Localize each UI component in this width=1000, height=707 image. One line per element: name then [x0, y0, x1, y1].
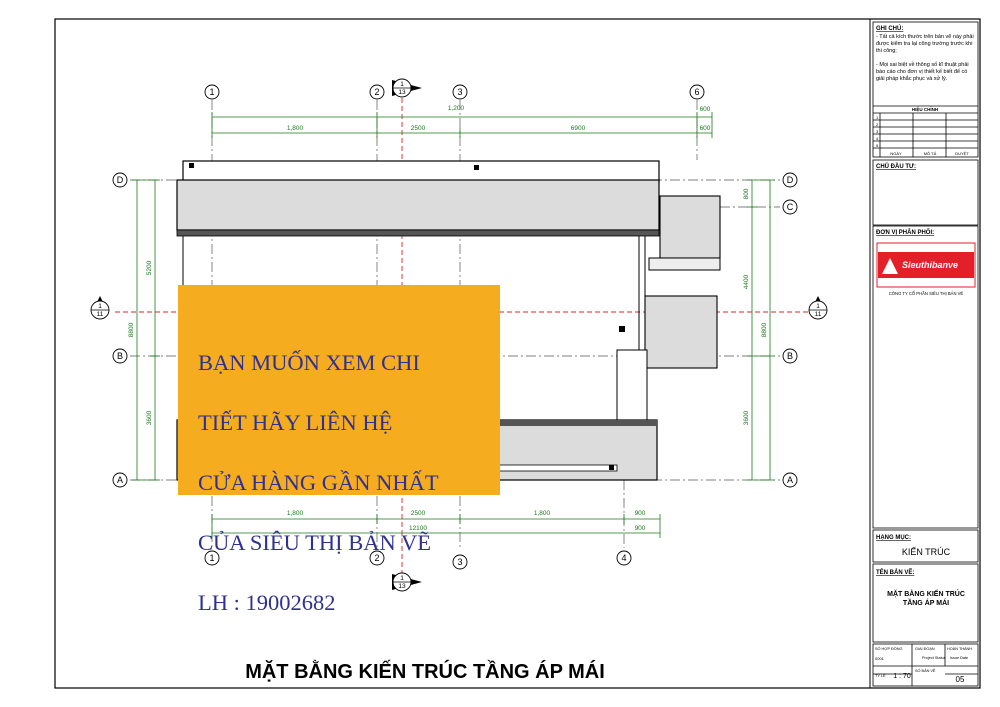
dim-bottom-seg-1: 1,800	[287, 510, 304, 517]
scale-value: 1 : 70	[893, 673, 911, 680]
revision-row-1: 1	[876, 115, 879, 120]
section-marker-bottom-number: 1	[400, 575, 404, 582]
distributor-label: ĐƠN VỊ PHÂN PHỐI:	[876, 229, 934, 236]
dim-right-4: 3600	[743, 410, 750, 425]
stage-value: Project Status	[922, 656, 946, 660]
section-marker-top-number: 1	[400, 81, 404, 88]
logo-text: Sieuthibanve	[902, 260, 958, 270]
owner-label: CHỦ ĐẦU TƯ:	[876, 163, 916, 170]
grid-bubble-top-3: 3	[457, 87, 462, 97]
dim-bottom-seg-2: 2500	[411, 510, 426, 517]
grid-bubble-right-3: B	[787, 351, 793, 361]
category-value: KIẾN TRÚC	[902, 547, 951, 557]
note-2: - Mọi sai biệt về thông số kĩ thuật phải…	[876, 62, 969, 82]
overlay-line-3: CỬA HÀNG GẦN NHẤT	[198, 470, 439, 495]
contract-label: SỐ HỢP ĐỒNG	[875, 646, 902, 651]
revision-row-2: 2	[876, 122, 879, 127]
dim-top-total: 1,200	[448, 105, 465, 112]
revision-row-4: 4	[876, 136, 879, 141]
grid-bubble-bottom-1: 1	[209, 553, 214, 563]
dim-left-1: 5200	[146, 260, 153, 275]
dim-right-2: 4400	[743, 274, 750, 289]
sheet-number-label: SỐ BẢN VẼ	[915, 668, 936, 673]
dim-bottom-total: 12100	[409, 525, 427, 532]
dimension-lines	[132, 112, 775, 538]
revision-col-approve: DUYỆT	[955, 151, 969, 156]
contact-overlay: BẠN MUỐN XEM CHI TIẾT HÃY LIÊN HỆ CỬA HÀ…	[178, 285, 500, 615]
drawing-name-line-1: MẶT BẰNG KIẾN TRÚC	[887, 588, 965, 598]
revision-row-5: 5	[876, 143, 879, 148]
dim-top-seg-2: 2500	[411, 125, 426, 132]
dim-right-1: 800	[743, 188, 750, 199]
drawing-name-line-2: TẦNG ÁP MÁI	[903, 597, 949, 607]
overlay-message: BẠN MUỐN XEM CHI TIẾT HÃY LIÊN HỆ CỬA HÀ…	[198, 318, 490, 648]
dim-left-3: 3600	[146, 410, 153, 425]
dim-top-seg-3: 6900	[571, 125, 586, 132]
grid-bubble-top-1: 1	[209, 87, 214, 97]
grid-bubble-right-4: A	[787, 475, 793, 485]
dim-bottom-seg-4: 900	[635, 510, 646, 517]
section-marker-left-number: 1	[98, 303, 102, 310]
complete-value: Issue Date	[950, 656, 968, 660]
overlay-line-4: CỦA SIÊU THỊ BẢN VẼ	[198, 530, 431, 555]
grid-bubble-bottom-4: 4	[621, 553, 626, 563]
section-marker-top-sheet: 13	[398, 89, 406, 96]
grid-bubble-right-1: D	[787, 175, 794, 185]
grid-bubble-top-2: 2	[374, 87, 379, 97]
sheet-number-value: 05	[956, 675, 965, 684]
grid-bubble-left-3: A	[117, 475, 123, 485]
grid-bubble-left-2: B	[117, 351, 123, 361]
notes-title: GHI CHÚ:	[876, 25, 903, 32]
scale-label: TỶ LỆ	[875, 673, 886, 678]
drawing-name-label: TÊN BẢN VẼ:	[876, 568, 914, 576]
note-1: - Tất cả kích thước trên bản vẽ này phải…	[876, 34, 974, 54]
overlay-line-1: BẠN MUỐN XEM CHI	[198, 350, 420, 375]
grid-bubble-right-2: C	[787, 202, 794, 212]
grid-bubble-bottom-2: 2	[374, 553, 379, 563]
grid-bubble-top-4: 6	[694, 87, 699, 97]
revision-col-date: NGÀY	[890, 151, 902, 156]
company-name: CÔNG TY CỔ PHẦN SIÊU THỊ BẢN VẼ	[889, 291, 964, 296]
section-marker-right-sheet: 11	[815, 311, 822, 318]
section-marker-left-sheet: 11	[97, 311, 104, 318]
dim-top-small: 600	[700, 106, 711, 113]
grid-bubble-left-1: D	[117, 175, 124, 185]
dim-top-seg-1: 1,800	[287, 125, 304, 132]
section-markers: 1 13 1 11 1 11 1 13	[90, 78, 828, 592]
grid-bubble-bottom-3: 3	[457, 557, 462, 567]
overlay-line-2: TIẾT HÃY LIÊN HỆ	[198, 410, 393, 435]
sheet-border	[54, 18, 981, 689]
overlay-line-5: LH : 19002682	[198, 590, 336, 615]
section-marker-bottom-sheet: 13	[398, 583, 406, 590]
dim-right-3: 8800	[761, 322, 768, 337]
dim-bottom-small: 900	[635, 525, 646, 532]
dim-left-2: 8800	[128, 322, 135, 337]
drawing-title: MẶT BẰNG KIẾN TRÚC TẦNG ÁP MÁI	[245, 659, 605, 683]
stage-label: GIAI ĐOẠN	[915, 647, 935, 651]
revision-row-3: 3	[876, 129, 879, 134]
logo-house-icon	[882, 258, 898, 274]
category-label: HẠNG MỤC:	[876, 535, 911, 541]
contract-value: 0001	[875, 656, 885, 661]
dim-top-seg-4: 600	[700, 125, 711, 132]
revision-col-desc: MÔ TẢ	[924, 151, 937, 156]
complete-label: HOÀN THÀNH	[947, 647, 972, 651]
section-marker-right-number: 1	[816, 303, 820, 310]
grid-bubbles: 1 2 3 6 1 2 3 4 D B A D C B A	[112, 84, 798, 570]
dim-bottom-seg-3: 1,800	[534, 510, 551, 517]
dimension-texts: 1,200 1,800 2500 6900 600 600 1,800 2500…	[128, 105, 768, 532]
revision-title: HIỆU CHỈNH	[912, 105, 938, 112]
